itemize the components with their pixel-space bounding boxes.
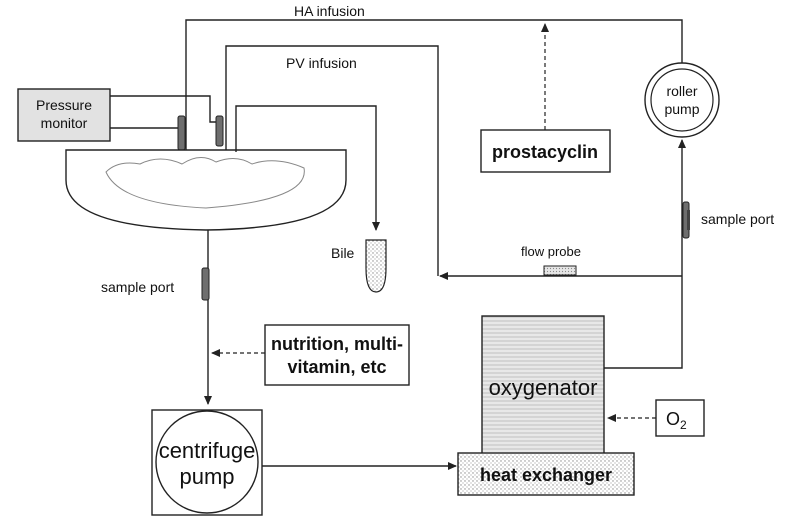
- flow-probe-icon: [543, 265, 577, 276]
- pv-infusion-label: PV infusion: [286, 55, 357, 71]
- pressure-monitor-label-line2: monitor: [41, 115, 88, 131]
- flow-probe-label: flow probe: [521, 244, 581, 259]
- ha-infusion-line: [182, 19, 683, 179]
- ha-port-icon: [177, 115, 186, 151]
- centrifuge-pump-circle: [155, 410, 259, 514]
- nutrition-label-line1: nutrition, multi-: [271, 334, 403, 354]
- pressure-monitor-line-to-pv: [110, 95, 216, 123]
- roller-pump-label-line1: roller: [666, 83, 697, 99]
- ha-infusion-label: HA infusion: [294, 3, 365, 19]
- nutrition-box: [264, 324, 410, 386]
- oxygenator-label: oxygenator: [489, 375, 598, 400]
- liver-organ: [105, 157, 305, 209]
- centrifuge-pump-label-line1: centrifuge: [159, 438, 256, 463]
- oxygenator-box: [481, 315, 605, 457]
- sample-port-right-icon: [682, 201, 690, 239]
- roller-pump: [644, 62, 720, 138]
- sample-port-left-icon: [201, 267, 210, 301]
- sample-port-left-label: sample port: [101, 279, 174, 295]
- pressure-monitor-label-line1: Pressure: [36, 97, 92, 113]
- prostacyclin-box: [480, 129, 611, 173]
- o2-box: [655, 399, 705, 437]
- o2-label-main: O: [666, 409, 680, 429]
- o2-label-sub: 2: [680, 418, 687, 432]
- pressure-monitor-box: [17, 88, 111, 142]
- heat-exchanger-label: heat exchanger: [480, 465, 612, 485]
- prostacyclin-label: prostacyclin: [492, 142, 598, 162]
- nutrition-label-line2: vitamin, etc: [287, 357, 386, 377]
- bile-collection-tube: [365, 239, 387, 293]
- sample-port-right-label: sample port: [701, 211, 774, 227]
- bile-line: [235, 105, 380, 231]
- centrifuge-pump-label-line2: pump: [179, 464, 234, 489]
- pv-infusion-line: [222, 45, 439, 276]
- heat-exchanger-box: [457, 452, 635, 496]
- bile-label: Bile: [331, 245, 355, 261]
- pv-port-icon: [215, 115, 224, 147]
- o2-label: O2: [666, 409, 687, 432]
- roller-pump-label-line2: pump: [664, 101, 699, 117]
- oxygenator-to-roller-pump-line: [604, 139, 686, 369]
